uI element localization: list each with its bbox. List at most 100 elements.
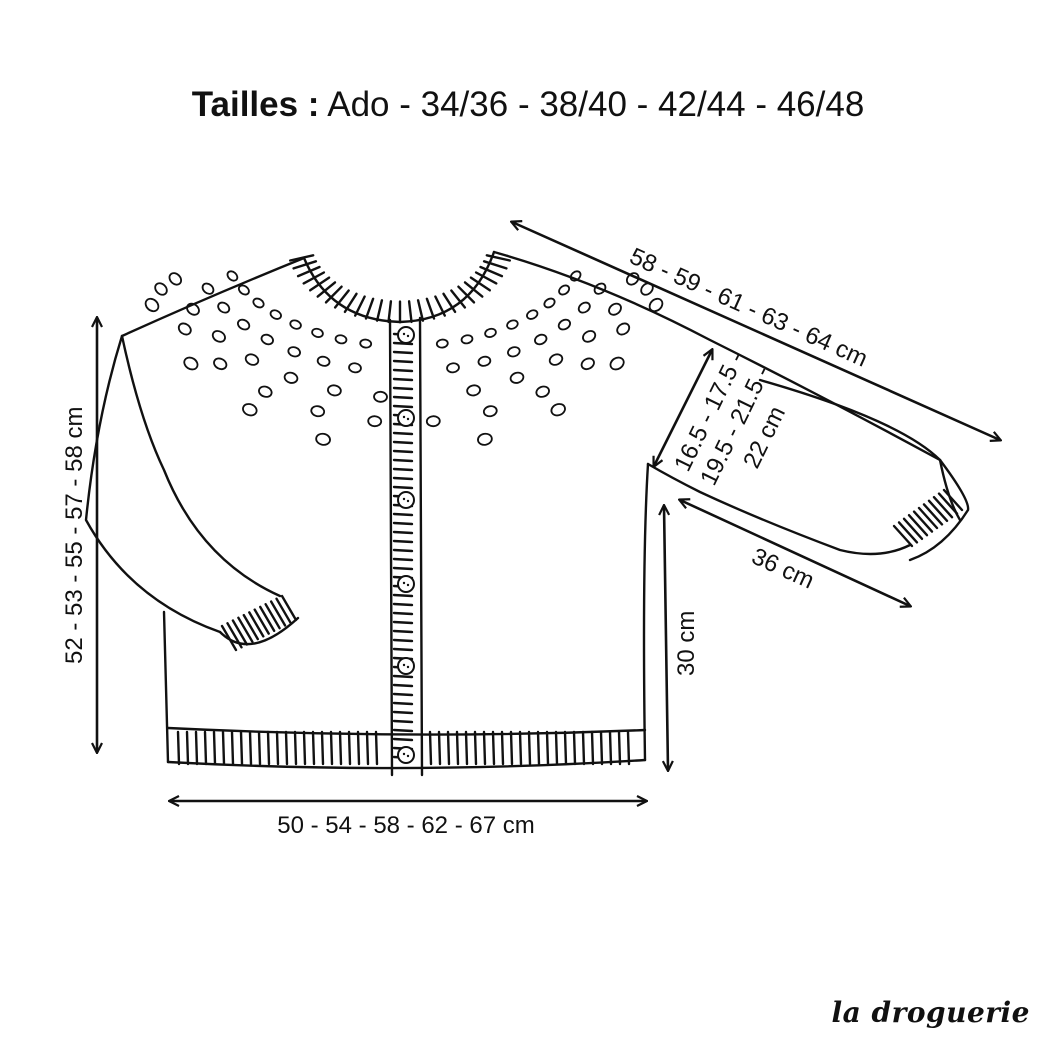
yoke-oval [242, 403, 258, 417]
yoke-oval [616, 322, 631, 336]
hem-rib-stroke [203, 730, 208, 766]
yoke-oval [460, 334, 474, 345]
yoke-oval [446, 362, 460, 374]
hem-rib-stroke [563, 730, 568, 766]
left-cuff-ribbing [218, 594, 300, 652]
left-cuff-stroke [280, 594, 298, 622]
hem-rib-stroke [590, 730, 595, 766]
band-rib-stroke [392, 512, 414, 517]
left-cuff-stroke [237, 616, 254, 643]
neck-rib-stroke [416, 299, 425, 322]
yoke-oval [244, 353, 260, 366]
button-hole [402, 415, 406, 419]
right-cuff-stroke [912, 510, 934, 533]
neck-rib-stroke [482, 260, 508, 270]
yoke-oval [201, 282, 215, 295]
buttons [397, 326, 415, 764]
yoke-oval [367, 415, 383, 428]
yoke-oval [154, 282, 168, 296]
band-rib-stroke [392, 368, 414, 373]
yoke-oval [580, 357, 595, 371]
band-rib-stroke [392, 476, 414, 481]
width-label: 50 - 54 - 58 - 62 - 67 cm [277, 812, 534, 839]
yoke-oval [543, 297, 556, 309]
button-hole [406, 754, 410, 758]
band-rib-stroke [392, 449, 414, 454]
hem-rib-stroke [284, 730, 289, 766]
button-icon [397, 326, 415, 344]
yoke-oval [237, 284, 250, 296]
neck-rib-stroke [457, 285, 476, 304]
button-hole [402, 332, 406, 336]
neck-rib-stroke [296, 265, 321, 278]
hem-rib-edge [166, 726, 647, 736]
neck-rib-stroke [292, 260, 318, 270]
right-side-outline [642, 462, 650, 762]
yoke-oval [609, 356, 625, 371]
band-rib-stroke [392, 737, 414, 742]
yoke-oval [373, 390, 388, 403]
button-icon [397, 491, 415, 509]
hem-rib-stroke [464, 730, 469, 766]
band-rib-stroke [392, 440, 414, 445]
yoke-oval [482, 405, 498, 418]
hem-rib-stroke [581, 730, 586, 766]
band-rib-stroke [392, 539, 414, 544]
yoke-oval [550, 403, 566, 417]
neck-rib-stroke [309, 276, 331, 292]
yoke-oval [260, 333, 274, 346]
yoke-oval [287, 346, 301, 358]
neck-rib-stroke [425, 297, 436, 320]
hem-rib-stroke [446, 730, 451, 766]
hem-rib-stroke [554, 730, 559, 766]
left-sleeve-outline [84, 334, 282, 634]
yoke-oval [506, 319, 519, 330]
yoke-oval [316, 355, 331, 367]
neck-rib-stroke [316, 281, 337, 298]
band-rib-stroke [392, 692, 414, 697]
yoke-oval [283, 371, 299, 384]
right-cuff-stroke [897, 521, 919, 544]
band-rib-stroke [392, 467, 414, 472]
band-rib-stroke [392, 485, 414, 490]
button-hole [402, 497, 406, 501]
hem-rib-stroke [212, 730, 217, 766]
neck-rib-stroke [354, 295, 366, 317]
diagram-title: Tailles : Ado - 34/36 - 38/40 - 42/44 - … [0, 82, 1056, 128]
left-cuff-stroke [242, 613, 259, 641]
yoke-oval [425, 415, 441, 428]
yoke-oval [577, 301, 591, 314]
band-rib-stroke [392, 620, 414, 625]
right-cuff-stroke [927, 499, 949, 522]
right-cuff-stroke [932, 496, 954, 519]
band-rib-stroke [392, 548, 414, 553]
hem-rib-stroke [338, 730, 343, 766]
hem-rib-stroke [482, 730, 487, 766]
yoke-oval [144, 297, 160, 313]
button-icon [397, 409, 415, 427]
left-cuff-stroke [269, 600, 287, 627]
yoke-oval [535, 385, 550, 398]
neck-rib-stroke [387, 300, 393, 324]
hem-rib-stroke [248, 730, 253, 766]
hem-rib-stroke [473, 730, 478, 766]
yoke-oval [186, 302, 200, 316]
title-sizes: Ado - 34/36 - 38/40 - 42/44 - 46/48 [327, 85, 865, 124]
neck-rib-stroke [343, 292, 358, 314]
hem-rib-stroke [572, 730, 577, 766]
band-rib-stroke [392, 350, 414, 355]
band-rib-stroke [392, 431, 414, 436]
hem-rib-stroke [536, 730, 541, 766]
yoke-oval [359, 338, 373, 349]
band-rib-stroke [392, 395, 414, 400]
sleeve-length-arrow [512, 222, 1000, 440]
yoke-oval [534, 333, 548, 346]
hem-rib-stroke [311, 730, 316, 766]
hem-rib-stroke [374, 730, 379, 766]
button-hole [402, 663, 406, 667]
band-rib-stroke [392, 674, 414, 679]
yoke-oval [507, 346, 521, 358]
hem-rib-stroke [608, 730, 613, 766]
yoke-oval [484, 327, 497, 338]
band-rib-stroke [392, 719, 414, 724]
